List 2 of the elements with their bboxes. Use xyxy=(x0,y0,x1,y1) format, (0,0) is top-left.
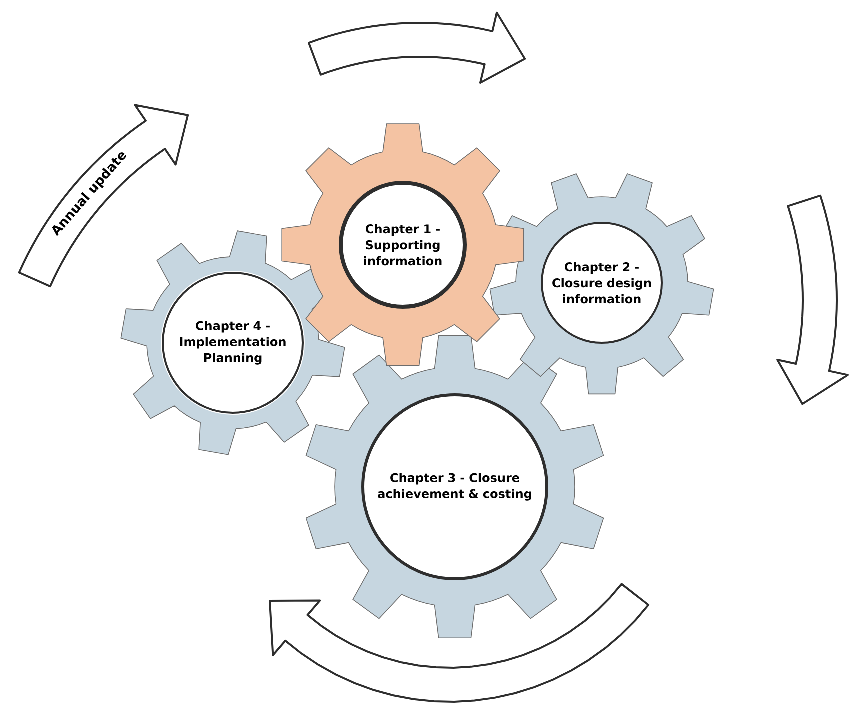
gear: Chapter 2 - Closure design information xyxy=(490,174,714,395)
gear: Chapter 3 - Closure achievement & costing xyxy=(306,335,604,639)
